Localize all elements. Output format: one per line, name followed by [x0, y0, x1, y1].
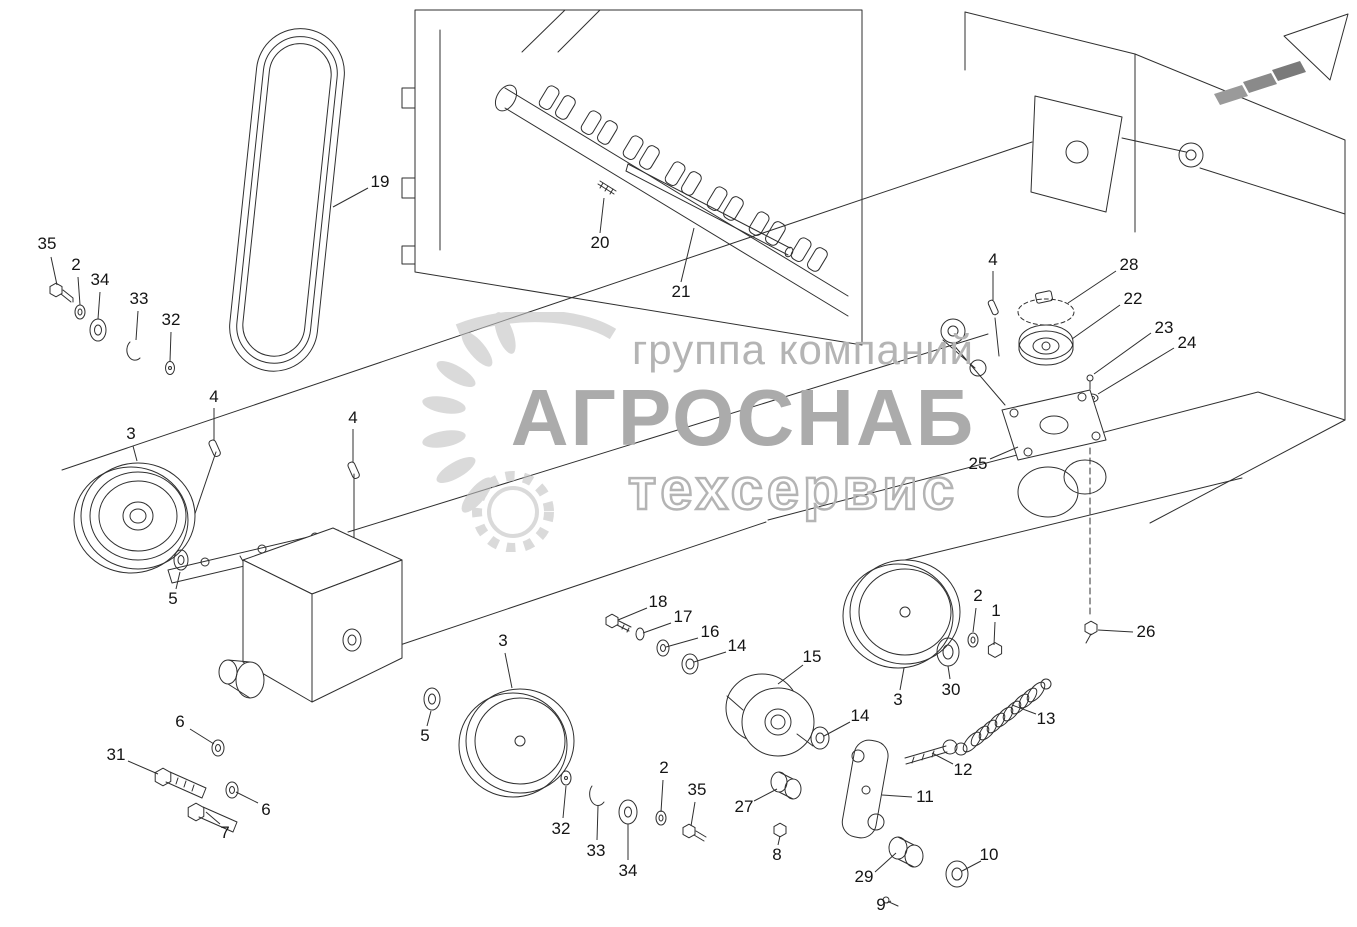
part-label-30: 30 — [941, 680, 961, 699]
part-label-2: 2 — [973, 586, 983, 605]
spring-drawing — [905, 679, 1051, 764]
part-label-2: 2 — [659, 758, 669, 777]
part-label-20: 20 — [590, 233, 610, 252]
part-label-22: 22 — [1123, 289, 1143, 308]
part-label-9: 9 — [876, 895, 886, 914]
part-label-31: 31 — [106, 745, 126, 764]
part-label-32: 32 — [161, 310, 181, 329]
part-label-19: 19 — [370, 172, 390, 191]
part-label-2: 2 — [71, 255, 81, 274]
part-label-4: 4 — [209, 387, 219, 406]
part-label-16: 16 — [700, 622, 720, 641]
part-label-4: 4 — [988, 250, 998, 269]
part-label-34: 34 — [618, 861, 638, 880]
direction-arrow-icon — [1214, 14, 1348, 105]
part-label-11: 11 — [916, 787, 934, 806]
roller-drawing — [491, 83, 848, 316]
part-label-14: 14 — [850, 706, 870, 725]
part-label-25: 25 — [968, 454, 988, 473]
part-label-4: 4 — [348, 408, 358, 427]
shaft-and-pin-drawing — [598, 164, 794, 258]
part-label-23: 23 — [1154, 318, 1174, 337]
part-label-8: 8 — [772, 845, 782, 864]
part-label-5: 5 — [420, 726, 430, 745]
right-pulley-drawing — [843, 560, 1003, 668]
gearbox-drawing — [168, 528, 402, 702]
center-pulley-drawing — [424, 688, 574, 797]
part-label-3: 3 — [498, 631, 508, 650]
part-label-14: 14 — [727, 636, 747, 655]
left-pulley-drawing — [74, 463, 195, 573]
tension-arm-drawing — [771, 738, 968, 906]
part-label-7: 7 — [220, 823, 230, 842]
housing-rear-wall-drawing — [402, 10, 862, 345]
part-label-24: 24 — [1177, 333, 1197, 352]
part-label-21: 21 — [671, 282, 691, 301]
part-label-29: 29 — [854, 867, 874, 886]
part-label-6: 6 — [175, 712, 185, 731]
part-label-33: 33 — [586, 841, 606, 860]
part-label-28: 28 — [1119, 255, 1139, 274]
part-label-15: 15 — [802, 647, 822, 666]
part-label-5: 5 — [168, 589, 178, 608]
part-label-34: 34 — [90, 270, 110, 289]
part-label-35: 35 — [687, 780, 707, 799]
part-label-18: 18 — [648, 592, 668, 611]
part-label-6: 6 — [261, 800, 271, 819]
part-label-26: 26 — [1136, 622, 1156, 641]
part-label-3: 3 — [893, 690, 903, 709]
tensioner-bearing-drawing — [941, 290, 1106, 643]
part-label-17: 17 — [673, 607, 693, 626]
right-frame-drawing — [768, 12, 1345, 560]
part-label-3: 3 — [126, 424, 136, 443]
part-label-13: 13 — [1036, 709, 1056, 728]
part-label-33: 33 — [129, 289, 149, 308]
part-label-32: 32 — [551, 819, 571, 838]
part-label-1: 1 — [991, 601, 1001, 620]
part-label-12: 12 — [953, 760, 973, 779]
belt-drawing — [225, 24, 348, 375]
key-parts-drawing — [208, 299, 999, 479]
mounting-bolts-drawing — [154, 740, 238, 832]
part-label-27: 27 — [734, 797, 754, 816]
idler-roller-drawing — [605, 613, 829, 756]
part-label-35: 35 — [37, 234, 57, 253]
part-label-10: 10 — [979, 845, 999, 864]
